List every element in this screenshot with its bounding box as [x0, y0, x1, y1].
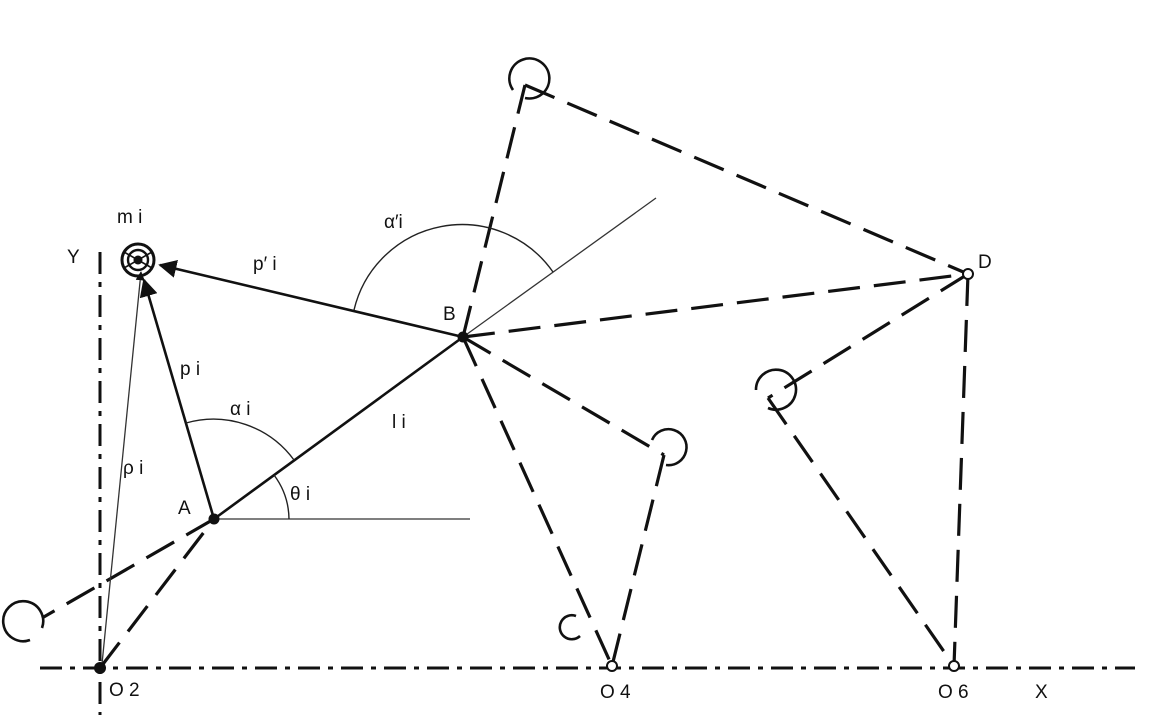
label-x: X: [1035, 682, 1048, 703]
link-right-joint-o6: [766, 397, 956, 667]
link-b-d: [462, 272, 969, 339]
joint-mid: [650, 427, 688, 467]
p-prime-vector: [158, 259, 464, 339]
joint-near-o4: [558, 614, 581, 641]
link-b-o4: [461, 336, 614, 667]
label-p-i: p i: [180, 359, 200, 380]
label-b: B: [443, 304, 456, 325]
label-d: D: [978, 252, 992, 273]
label-p-prime-i: p′ i: [253, 254, 277, 275]
mass-mi: [120, 242, 156, 278]
point-a: [208, 513, 220, 525]
rho-vector: [101, 271, 145, 665]
point-o4: [606, 660, 618, 672]
link-top-joint-d: [524, 83, 969, 276]
alpha-arc: [185, 418, 295, 461]
point-o6: [948, 660, 960, 672]
joint-left: [1, 599, 45, 643]
link-mid-joint-o4: [610, 454, 666, 667]
label-o2: O 2: [109, 680, 140, 701]
p-vector: [139, 278, 216, 520]
label-rho-i: ρ i: [123, 458, 143, 479]
label-o6: O 6: [938, 682, 969, 703]
link-d-o6: [952, 273, 970, 667]
theta-arc: [273, 474, 290, 520]
label-mi: m i: [117, 207, 142, 228]
link-d-right-joint: [767, 272, 969, 400]
link-b-mid-joint: [462, 335, 665, 457]
alpha-prime-arc: [353, 223, 554, 311]
b-extension-line: [462, 197, 657, 338]
link-a-joint-left: [41, 517, 215, 620]
label-a: A: [178, 498, 191, 519]
point-o2: [94, 662, 106, 674]
joint-top: [508, 57, 551, 100]
label-o4: O 4: [600, 682, 631, 703]
label-y: Y: [67, 247, 80, 268]
point-b: [457, 331, 469, 343]
label-alpha-i: α i: [230, 399, 250, 420]
l-vector: [213, 335, 464, 521]
label-alpha-prime-i: α′i: [384, 212, 403, 233]
label-l-i: l i: [392, 412, 406, 433]
link-o2-a: [98, 518, 216, 669]
label-theta-i: θ i: [290, 484, 310, 505]
point-d: [962, 268, 974, 280]
joint-right: [754, 368, 798, 411]
